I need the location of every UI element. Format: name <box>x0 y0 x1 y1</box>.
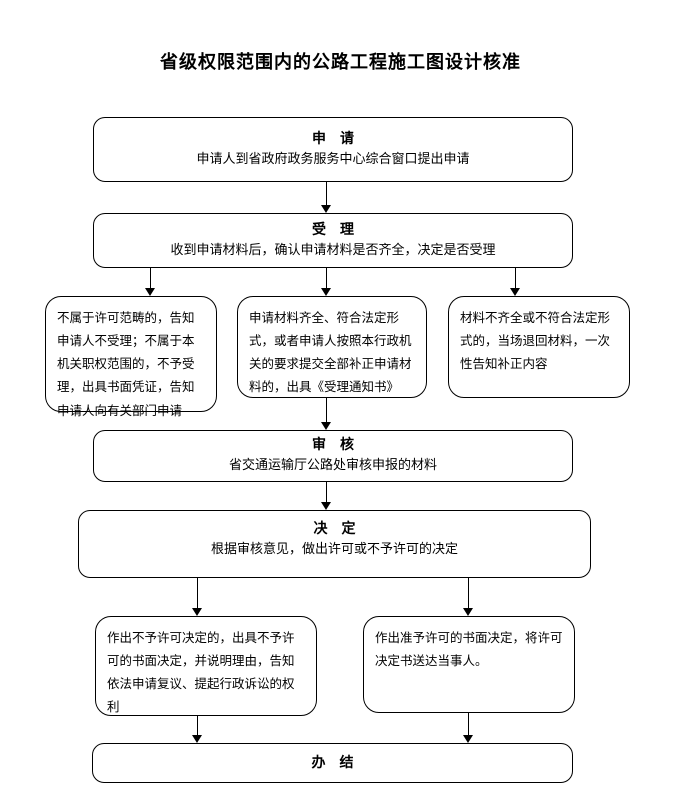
arrowhead-icon <box>463 608 473 616</box>
arrowhead-icon <box>321 422 331 430</box>
connector-line <box>325 398 327 423</box>
node-complete: 办 结 <box>92 743 573 783</box>
node-accept-desc: 收到申请材料后，确认申请材料是否齐全，决定是否受理 <box>170 242 496 258</box>
arrow-down-icon <box>321 182 331 213</box>
connector-line <box>467 713 469 736</box>
arrow-down-icon <box>145 268 155 296</box>
connector-line <box>325 482 327 503</box>
arrow-down-icon <box>321 482 331 510</box>
connector-line <box>467 578 469 609</box>
node-apply-title: 申 请 <box>312 130 354 147</box>
arrowhead-icon <box>192 608 202 616</box>
node-complete-title: 办 结 <box>311 754 354 771</box>
arrowhead-icon <box>321 288 331 296</box>
arrowhead-icon <box>321 205 331 213</box>
arrow-down-icon <box>321 268 331 296</box>
node-branch-accept: 申请材料齐全、符合法定形式，或者申请人按照本行政机关的要求提交全部补正申请材料的… <box>237 296 427 398</box>
node-branch-accept-desc: 申请材料齐全、符合法定形式，或者申请人按照本行政机关的要求提交全部补正申请材料的… <box>249 310 412 395</box>
arrow-down-icon <box>321 398 331 430</box>
node-accept: 受 理 收到申请材料后，确认申请材料是否齐全，决定是否受理 <box>93 213 573 268</box>
arrow-down-icon <box>510 268 520 296</box>
arrow-down-icon <box>192 716 202 743</box>
arrowhead-icon <box>145 288 155 296</box>
connector-line <box>325 182 327 206</box>
node-decide: 决 定 根据审核意见，做出许可或不予许可的决定 <box>78 510 591 578</box>
node-branch-return: 材料不齐全或不符合法定形式的，当场退回材料，一次性告知补正内容 <box>448 296 630 398</box>
connector-line <box>514 268 516 289</box>
arrowhead-icon <box>463 735 473 743</box>
node-review-title: 审 核 <box>312 437 354 454</box>
node-review-desc: 省交通运输厅公路处审核申报的材料 <box>228 458 437 474</box>
node-deny: 作出不予许可决定的，出具不予许可的书面决定，并说明理由，告知依法申请复议、提起行… <box>95 616 317 716</box>
node-grant: 作出准予许可的书面决定，将许可决定书送达当事人。 <box>363 616 575 713</box>
connector-line <box>196 578 198 609</box>
node-review: 审 核 省交通运输厅公路处审核申报的材料 <box>93 430 573 482</box>
arrowhead-icon <box>192 735 202 743</box>
node-deny-desc: 作出不予许可决定的，出具不予许可的书面决定，并说明理由，告知依法申请复议、提起行… <box>107 630 295 715</box>
page-title: 省级权限范围内的公路工程施工图设计核准 <box>160 52 521 73</box>
node-decide-title: 决 定 <box>313 521 356 537</box>
node-grant-desc: 作出准予许可的书面决定，将许可决定书送达当事人。 <box>375 630 563 669</box>
node-branch-reject-desc: 不属于许可范畴的，告知申请人不受理；不属于本机关职权范围的，不予受理，出具书面凭… <box>57 310 195 418</box>
node-branch-reject: 不属于许可范畴的，告知申请人不受理；不属于本机关职权范围的，不予受理，出具书面凭… <box>45 296 217 418</box>
node-apply: 申 请 申请人到省政府政务服务中心综合窗口提出申请 <box>93 117 573 182</box>
arrow-down-icon <box>463 713 473 743</box>
arrow-down-icon <box>192 578 202 616</box>
connector-line <box>196 716 198 736</box>
arrowhead-icon <box>510 288 520 296</box>
node-accept-title: 受 理 <box>312 221 354 238</box>
connector-line <box>149 268 151 289</box>
arrow-down-icon <box>463 578 473 616</box>
node-decide-desc: 根据审核意见，做出许可或不予许可的决定 <box>210 542 458 557</box>
arrowhead-icon <box>321 502 331 510</box>
connector-line <box>325 268 327 289</box>
node-branch-return-desc: 材料不齐全或不符合法定形式的，当场退回材料，一次性告知补正内容 <box>460 310 611 372</box>
node-apply-desc: 申请人到省政府政务服务中心综合窗口提出申请 <box>196 151 470 167</box>
